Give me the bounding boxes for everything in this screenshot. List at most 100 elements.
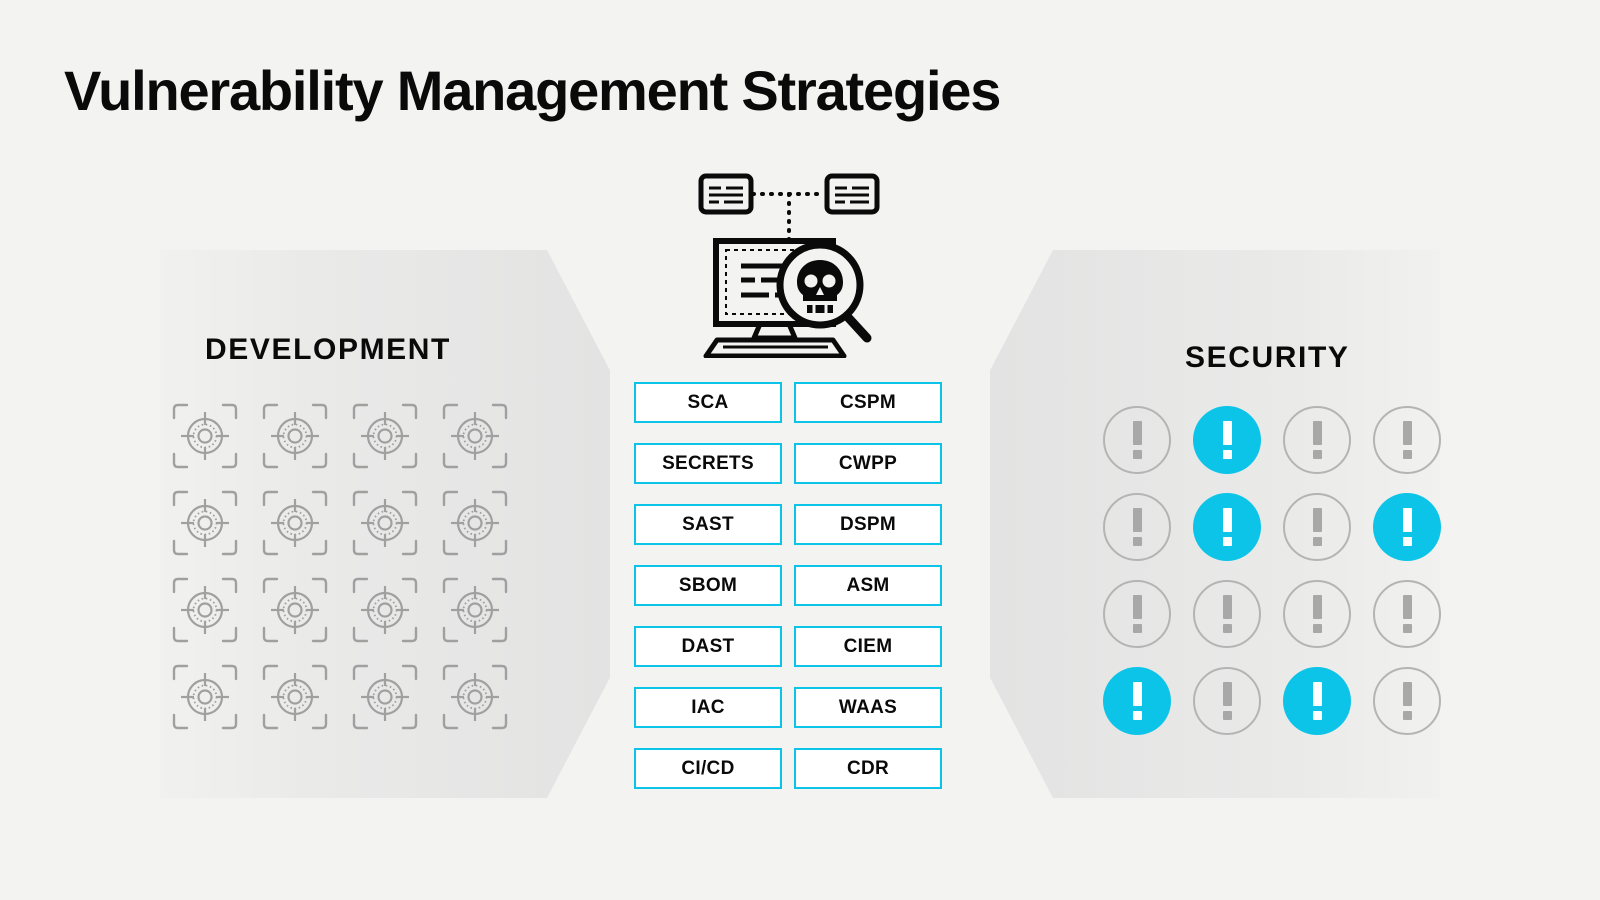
exclamation-dot bbox=[1132, 449, 1142, 459]
exclamation-dot bbox=[1402, 710, 1412, 720]
target-crosshair-icon bbox=[340, 479, 430, 566]
alert-exclamation-icon bbox=[1272, 396, 1362, 483]
development-icon-grid bbox=[160, 392, 520, 740]
tool-tag-secrets[interactable]: SECRETS bbox=[634, 443, 782, 484]
target-crosshair-icon bbox=[430, 392, 520, 479]
alert-exclamation-icon bbox=[1182, 570, 1272, 657]
exclamation-stem bbox=[1312, 507, 1322, 532]
exclamation-dot bbox=[1312, 623, 1322, 633]
tool-tag-asm[interactable]: ASM bbox=[794, 565, 942, 606]
alert-exclamation-icon bbox=[1182, 657, 1272, 744]
exclamation-stem bbox=[1222, 420, 1232, 445]
exclamation-dot bbox=[1222, 623, 1232, 633]
security-icon-grid bbox=[1092, 396, 1452, 744]
alert-icon-inactive bbox=[1103, 579, 1171, 648]
alert-exclamation-icon bbox=[1182, 396, 1272, 483]
security-tools-column: CSPM CWPP DSPM ASM CIEM WAAS CDR bbox=[794, 382, 942, 789]
alert-icon-active bbox=[1283, 666, 1351, 735]
exclamation-dot bbox=[1132, 623, 1142, 633]
document-card-right-icon bbox=[824, 173, 880, 215]
alert-icon-inactive bbox=[1373, 579, 1441, 648]
target-crosshair-icon bbox=[160, 392, 250, 479]
exclamation-stem bbox=[1132, 507, 1142, 532]
exclamation-stem bbox=[1132, 420, 1142, 445]
alert-exclamation-icon bbox=[1092, 396, 1182, 483]
target-crosshair-icon bbox=[430, 653, 520, 740]
target-crosshair-icon bbox=[340, 566, 430, 653]
exclamation-stem bbox=[1402, 507, 1412, 532]
alert-icon-active bbox=[1193, 492, 1261, 561]
exclamation-stem bbox=[1222, 594, 1232, 619]
alert-icon-active bbox=[1103, 666, 1171, 735]
tool-tag-sast[interactable]: SAST bbox=[634, 504, 782, 545]
alert-icon-inactive bbox=[1193, 666, 1261, 735]
exclamation-stem bbox=[1402, 420, 1412, 445]
magnifier-skull-icon bbox=[776, 241, 872, 343]
tool-tag-iac[interactable]: IAC bbox=[634, 687, 782, 728]
exclamation-stem bbox=[1312, 681, 1322, 706]
exclamation-stem bbox=[1312, 594, 1322, 619]
exclamation-stem bbox=[1312, 420, 1322, 445]
exclamation-stem bbox=[1222, 507, 1232, 532]
tool-tag-cspm[interactable]: CSPM bbox=[794, 382, 942, 423]
exclamation-stem bbox=[1402, 681, 1412, 706]
page-title: Vulnerability Management Strategies bbox=[64, 59, 1001, 122]
dotted-connector bbox=[751, 192, 827, 244]
exclamation-stem bbox=[1132, 681, 1142, 706]
alert-exclamation-icon bbox=[1092, 483, 1182, 570]
alert-exclamation-icon bbox=[1272, 483, 1362, 570]
tool-tag-sca[interactable]: SCA bbox=[634, 382, 782, 423]
exclamation-dot bbox=[1222, 710, 1232, 720]
exclamation-dot bbox=[1222, 536, 1232, 546]
alert-icon-active bbox=[1193, 405, 1261, 474]
keyboard-icon bbox=[703, 337, 847, 359]
tool-tag-waas[interactable]: WAAS bbox=[794, 687, 942, 728]
alert-icon-inactive bbox=[1283, 405, 1351, 474]
target-crosshair-icon bbox=[340, 392, 430, 479]
alert-icon-inactive bbox=[1193, 579, 1261, 648]
exclamation-dot bbox=[1312, 449, 1322, 459]
tool-tag-sbom[interactable]: SBOM bbox=[634, 565, 782, 606]
alert-icon-inactive bbox=[1103, 405, 1171, 474]
alert-exclamation-icon bbox=[1272, 570, 1362, 657]
tool-tag-dast[interactable]: DAST bbox=[634, 626, 782, 667]
development-tools-column: SCA SECRETS SAST SBOM DAST IAC CI/CD bbox=[634, 382, 782, 789]
tool-tag-ci-cd[interactable]: CI/CD bbox=[634, 748, 782, 789]
alert-exclamation-icon bbox=[1362, 657, 1452, 744]
alert-icon-inactive bbox=[1373, 666, 1441, 735]
alert-exclamation-icon bbox=[1362, 570, 1452, 657]
alert-exclamation-icon bbox=[1362, 396, 1452, 483]
exclamation-dot bbox=[1312, 536, 1322, 546]
alert-icon-inactive bbox=[1373, 405, 1441, 474]
security-heading: SECURITY bbox=[1185, 341, 1350, 374]
alert-icon-inactive bbox=[1283, 579, 1351, 648]
alert-exclamation-icon bbox=[1092, 570, 1182, 657]
exclamation-stem bbox=[1402, 594, 1412, 619]
alert-exclamation-icon bbox=[1092, 657, 1182, 744]
alert-exclamation-icon bbox=[1272, 657, 1362, 744]
target-crosshair-icon bbox=[250, 479, 340, 566]
tool-tag-cwpp[interactable]: CWPP bbox=[794, 443, 942, 484]
alert-exclamation-icon bbox=[1182, 483, 1272, 570]
vulnerability-scan-illustration bbox=[697, 168, 883, 359]
document-card-left-icon bbox=[698, 173, 754, 215]
target-crosshair-icon bbox=[250, 653, 340, 740]
target-crosshair-icon bbox=[160, 566, 250, 653]
exclamation-dot bbox=[1402, 536, 1412, 546]
target-crosshair-icon bbox=[250, 392, 340, 479]
tool-tag-dspm[interactable]: DSPM bbox=[794, 504, 942, 545]
tool-tag-cdr[interactable]: CDR bbox=[794, 748, 942, 789]
exclamation-dot bbox=[1402, 623, 1412, 633]
exclamation-dot bbox=[1402, 449, 1412, 459]
target-crosshair-icon bbox=[160, 479, 250, 566]
tool-tag-ciem[interactable]: CIEM bbox=[794, 626, 942, 667]
target-crosshair-icon bbox=[430, 479, 520, 566]
exclamation-stem bbox=[1132, 594, 1142, 619]
development-heading: DEVELOPMENT bbox=[205, 333, 451, 366]
alert-icon-inactive bbox=[1103, 492, 1171, 561]
target-crosshair-icon bbox=[340, 653, 430, 740]
exclamation-dot bbox=[1132, 710, 1142, 720]
alert-icon-active bbox=[1373, 492, 1441, 561]
target-crosshair-icon bbox=[160, 653, 250, 740]
target-crosshair-icon bbox=[250, 566, 340, 653]
